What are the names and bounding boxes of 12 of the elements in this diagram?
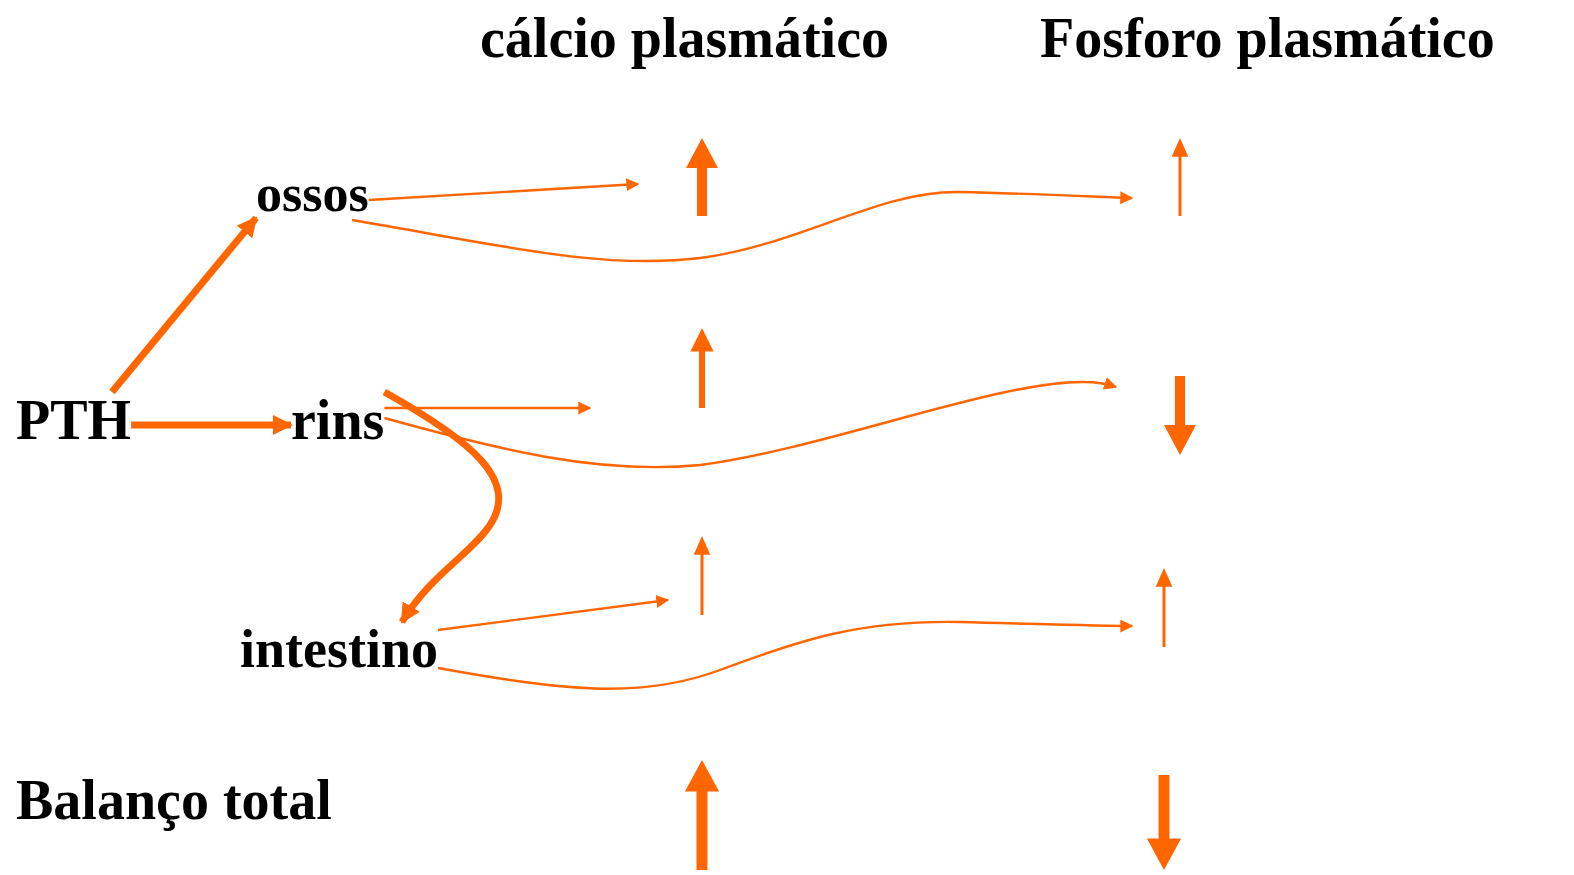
- arrow: [437, 595, 670, 632]
- arrow: [382, 388, 503, 624]
- arrow: [351, 190, 1134, 263]
- arrow: [384, 377, 1118, 469]
- arrow: [109, 215, 259, 395]
- arrow: [437, 619, 1134, 690]
- organ-label: ossos: [256, 168, 369, 220]
- arrow: [368, 178, 640, 202]
- organ-label: intestino: [240, 622, 439, 676]
- arrow: [384, 401, 592, 415]
- organ-label: PTH: [16, 392, 132, 448]
- organ-label: rins: [291, 392, 385, 448]
